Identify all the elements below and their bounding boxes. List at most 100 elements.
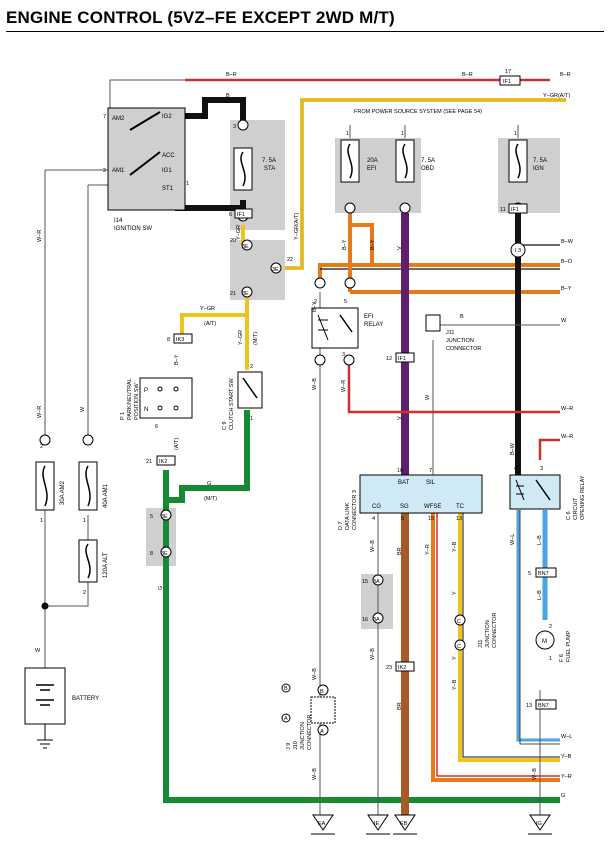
pin-am2-2 [39, 434, 51, 446]
wire-g-main [163, 470, 560, 803]
label-if1c: IF1 [398, 356, 406, 362]
pin-3e-22 [270, 262, 282, 274]
wire-label-by1: B–Y [342, 239, 348, 250]
label-j10: J10 [293, 741, 299, 750]
ground-ie: IE [374, 821, 380, 827]
wire-label-y-mid: Y [452, 591, 458, 595]
wire-label-ygr-at-vert: Y–GR(A/T) [294, 213, 300, 240]
wire-label-by-bottom: B–Y [174, 354, 180, 365]
label-3a-16: 3A [373, 617, 380, 623]
pin-3a-16 [372, 612, 384, 624]
wire-label-ygr-sta: Y–GR [236, 225, 242, 240]
label-fuse-am1: 40A AM1 [103, 483, 109, 508]
cor-contact [535, 479, 551, 501]
pin-f6-2: 2 [549, 624, 552, 630]
pin-am2-2-num: 2 [40, 444, 43, 450]
label-b-circle: B [284, 686, 288, 692]
diagram-title: ENGINE CONTROL (5VZ–FE EXCEPT 2WD M/T) [6, 8, 395, 27]
pin-f6-1: 1 [549, 656, 552, 662]
wire-label-wb-mid: W–B [312, 668, 318, 680]
label-j9: J 9 [286, 743, 292, 750]
label-f6: F 6 [559, 654, 565, 662]
label-bn7-a: BN7 [538, 571, 549, 577]
label-3e-5-pin: 5 [150, 514, 153, 520]
pin-i3 [510, 242, 526, 258]
wire-label-yr-right: Y–R [561, 774, 572, 780]
pin-relay-2a [314, 277, 326, 289]
wire-label-g-left: G [158, 586, 164, 590]
wire-label-wl-mid: W–L [510, 534, 516, 545]
label-p1-label: PARK/NEUTRAL [127, 378, 133, 420]
label-sg: SG [400, 504, 409, 510]
label-c6: C 6 [566, 511, 572, 520]
efi-relay-contact [339, 314, 353, 333]
label-fuse-obd2: OBD [421, 166, 435, 172]
label-j11: J11 [446, 330, 454, 336]
label-am2: AM2 [112, 116, 125, 122]
pin-efi-2 [344, 202, 356, 214]
label-fuse-alt: 120A ALT [103, 552, 109, 578]
wire-label-at2: (A/T) [174, 438, 180, 450]
wire-label-by2: B–Y [370, 239, 376, 250]
label-efi-relay: EFI [364, 314, 374, 320]
fuse-am1 [78, 461, 98, 511]
label-3e-22-pin: 22 [287, 257, 293, 263]
label-c6-label2: OPENING RELAY [580, 475, 586, 520]
pin-sil: 7 [429, 468, 432, 474]
wire-label-wr-left2: W–R [37, 406, 43, 418]
wire-label-w-bat: W [35, 648, 41, 654]
ign-sw-lever-1 [129, 111, 161, 131]
wire-label-w-mid: W [561, 318, 567, 324]
label-sil: SIL [426, 480, 436, 486]
wire-label-br-top2: B–R [462, 72, 473, 78]
label-if1b: IF1 [237, 212, 245, 218]
wire-b-ig2-sta [185, 97, 246, 120]
pin-obd-2 [399, 202, 411, 214]
label-cg: CG [372, 504, 381, 510]
wire-label-wb-right: W–B [532, 768, 538, 780]
label-n: N [144, 407, 148, 413]
wire-label-wb-left3: W–B [370, 648, 376, 660]
wire-lb-pump2 [516, 510, 560, 742]
label-j9-label2: CONNECTOR [307, 715, 313, 750]
fuse-ign [508, 139, 528, 183]
pin-am1-1-num: 1 [83, 518, 86, 524]
pin-bat: 16 [397, 468, 403, 474]
wire-label-lb-mid: L–B [537, 535, 543, 545]
label-a-circle: A [284, 716, 288, 722]
wire-label-wb-mid2: W–B [312, 768, 318, 780]
conn-ik2-23 [395, 661, 415, 672]
circuit-opening-relay [509, 474, 561, 510]
battery-ground [37, 724, 53, 749]
wire-label-v-mid: V [397, 246, 403, 250]
label-p1: P 1 [120, 412, 126, 420]
label-d7-label: DATA LINK [345, 502, 351, 530]
label-i3: I 3 [515, 248, 521, 254]
label-bn7-b-pin: 13 [526, 703, 532, 709]
label-bn7-a-pin: 5 [528, 571, 531, 577]
ign-sw-lever-2 [129, 151, 161, 176]
fuse-efi [340, 139, 360, 183]
wire-label-wb-left: W–B [312, 378, 318, 390]
wire-label-mt2: (M/T) [204, 496, 217, 502]
label-ignition-sw: IGNITION SW [114, 226, 152, 232]
wire-label-by-right: B–Y [561, 286, 572, 292]
wire-label-lb-right: L–B [537, 590, 543, 600]
pin-relay-5: 5 [344, 299, 347, 305]
wire-label-br-mid: BR [397, 547, 403, 555]
pin-ig1-1: 1 [186, 181, 189, 187]
label-j11-junction: JUNCTION [446, 338, 474, 344]
wire-label-y-mid2: Y [452, 656, 458, 660]
label-ik3-pin: 8 [167, 337, 170, 343]
pin-ig2-6: 6 [186, 114, 189, 120]
j9-junction-connector [310, 696, 336, 724]
battery-box [24, 667, 66, 725]
conn-if1-17 [499, 75, 521, 86]
pin-c-top [454, 614, 466, 626]
wire-label-bw-right: B–W [561, 239, 574, 245]
label-fuse-obd: 7. 5A [421, 158, 435, 164]
ground-ig: IG [536, 821, 542, 827]
wire-ygr-at-outline [285, 99, 566, 269]
pin-sg: 5 [401, 516, 404, 522]
label-st1: ST1 [162, 186, 174, 192]
